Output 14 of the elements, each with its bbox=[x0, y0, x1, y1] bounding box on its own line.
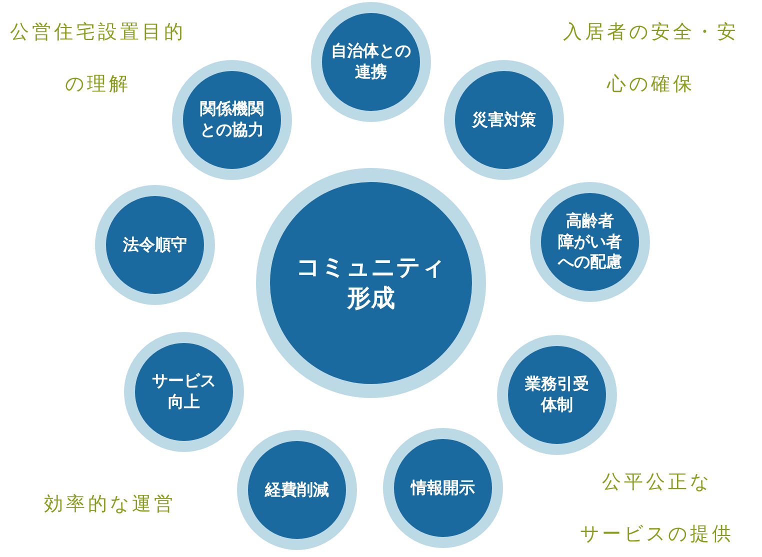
node-label: 経費削減 bbox=[265, 480, 329, 500]
goal-text: 入居者の安全・安心の確保 bbox=[562, 20, 740, 97]
node-label: コミュニティ形成 bbox=[296, 252, 446, 314]
node-label: 災害対策 bbox=[472, 110, 536, 130]
goal-text: 効率的な運営 bbox=[43, 492, 177, 517]
node-label: 関係機関との協力 bbox=[200, 99, 264, 141]
node-label: 自治体との連携 bbox=[331, 41, 411, 83]
node-label: 情報開示 bbox=[411, 478, 475, 498]
goal-text: 公営住宅設置目的の理解 bbox=[9, 20, 187, 97]
node-label: 法令順守 bbox=[123, 234, 187, 256]
node-label: 業務引受体制 bbox=[525, 374, 589, 416]
goal-text: 公平公正なサービスの提供 bbox=[579, 470, 735, 547]
node-label: サービス向上 bbox=[152, 371, 216, 413]
node-label: 高齢者障がい者への配慮 bbox=[558, 210, 622, 274]
